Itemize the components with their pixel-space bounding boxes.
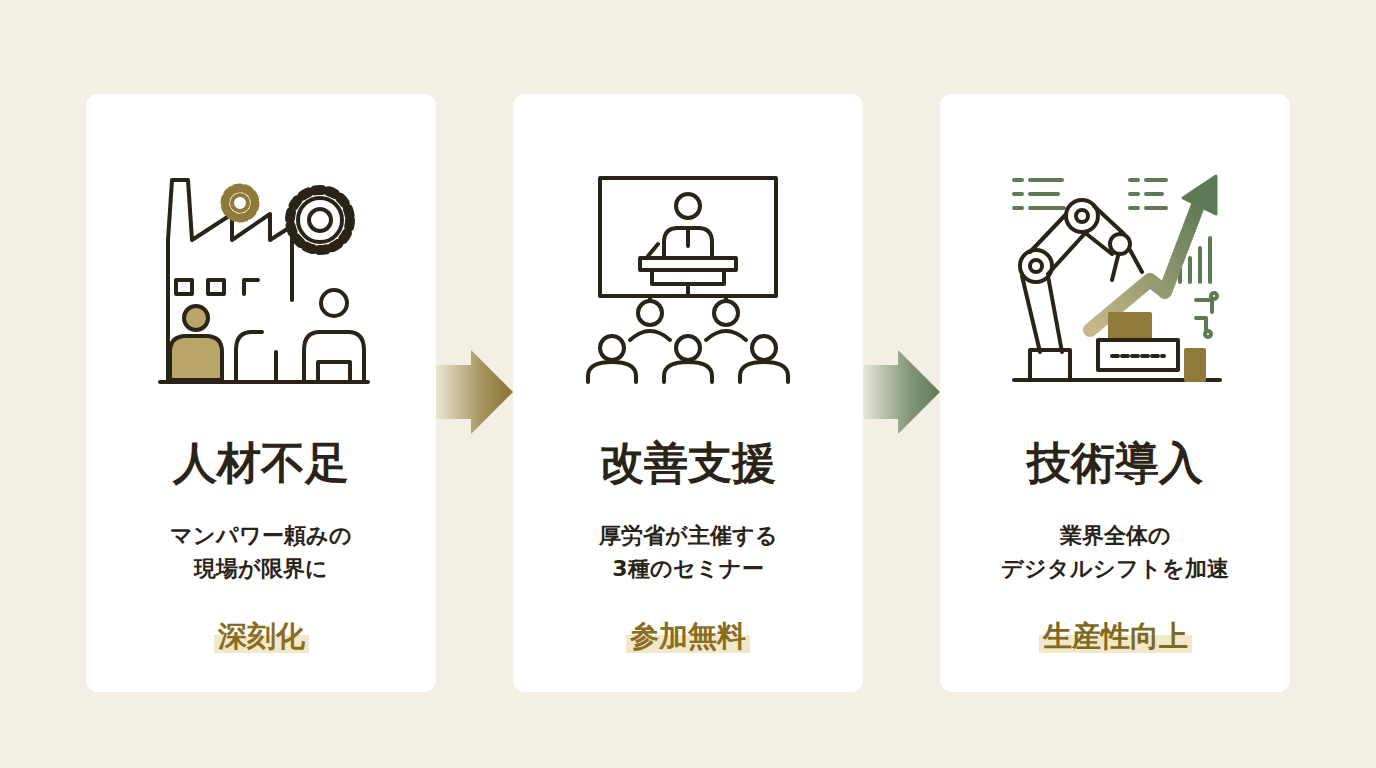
- step-card: 改善支援厚労省が主催する 3種のセミナー参加無料: [513, 94, 863, 692]
- card-title: 人材不足: [86, 436, 436, 489]
- card-description: マンパワー頼みの 現場が限界に: [86, 519, 436, 585]
- card-title: 改善支援: [513, 436, 863, 489]
- card-keyword-text: 深刻化: [214, 619, 309, 653]
- step-card: 人材不足マンパワー頼みの 現場が限界に深刻化: [86, 94, 436, 692]
- flow-arrow: [863, 350, 940, 434]
- factory-icon: [160, 180, 368, 382]
- technology-icon: [1014, 176, 1220, 380]
- card-description-text: 厚労省が主催する 3種のセミナー: [543, 519, 833, 585]
- card-description: 業界全体の デジタルシフトを加速: [940, 519, 1290, 585]
- card-keyword-text: 生産性向上: [1039, 619, 1192, 653]
- card-keyword-text: 参加無料: [626, 619, 750, 653]
- seminar-icon: [588, 178, 788, 382]
- card-title-text: 改善支援: [600, 437, 776, 488]
- step-card: 技術導入業界全体の デジタルシフトを加速生産性向上: [940, 94, 1290, 692]
- card-keyword: 生産性向上: [940, 616, 1290, 656]
- card-title-text: 技術導入: [1027, 437, 1203, 488]
- card-title-text: 人材不足: [173, 437, 349, 488]
- card-description-text: 業界全体の デジタルシフトを加速: [970, 519, 1260, 585]
- card-title: 技術導入: [940, 436, 1290, 489]
- card-description-text: マンパワー頼みの 現場が限界に: [116, 519, 406, 585]
- card-description: 厚労省が主催する 3種のセミナー: [513, 519, 863, 585]
- card-keyword: 深刻化: [86, 616, 436, 656]
- card-keyword: 参加無料: [513, 616, 863, 656]
- flow-arrow: [436, 350, 513, 434]
